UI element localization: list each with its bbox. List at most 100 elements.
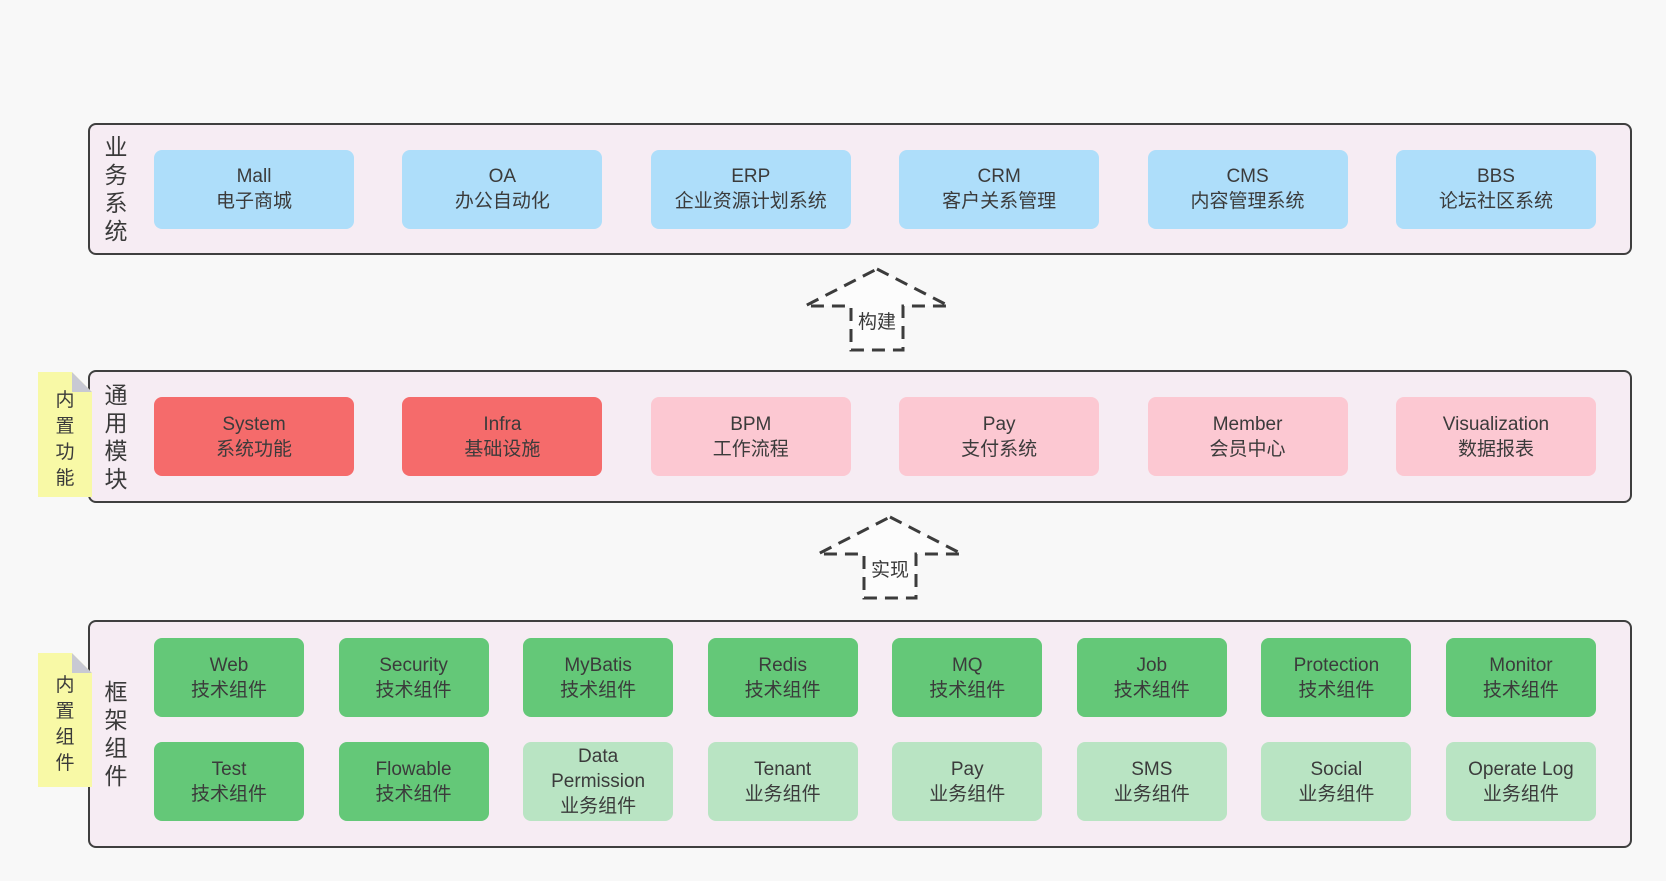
node-subtitle: 电子商城 <box>215 191 292 212</box>
node-infra: Infra 基础设施 <box>402 397 603 476</box>
node-subtitle: 支付系统 <box>961 438 1038 460</box>
node-title: BBS <box>1476 166 1515 187</box>
arrow-implement: 实现 <box>815 514 965 602</box>
node-member: Member 会员中心 <box>1147 397 1348 476</box>
node-subtitle: 技术组件 <box>1298 679 1375 701</box>
node-subtitle: 客户关系管理 <box>942 191 1057 212</box>
node-subtitle: 业务组件 <box>1482 783 1559 805</box>
node-title: MQ <box>951 654 983 676</box>
node-title: Redis <box>758 654 807 676</box>
node-subtitle: 工作流程 <box>712 438 789 460</box>
layer-business-label-wrap: 业务系统 <box>90 125 142 253</box>
node-title: Pay <box>950 758 984 780</box>
node-pay-system: Pay 支付系统 <box>899 397 1100 476</box>
node-subtitle: 技术组件 <box>1113 679 1190 701</box>
node-visualization: Visualization 数据报表 <box>1395 397 1596 476</box>
node-subtitle: 技术组件 <box>375 783 452 805</box>
node-title: MyBatis <box>564 654 632 676</box>
node-title: Security <box>379 654 448 676</box>
node-title: Protection <box>1293 654 1380 676</box>
sticky-note-text: 内置功能 <box>55 389 75 489</box>
node-title: BPM <box>730 413 772 435</box>
layer-common-modules: 通用模块 System 系统功能 Infra 基础设施 BPM 工作流程 Pay… <box>88 370 1632 503</box>
node-subtitle: 业务组件 <box>1298 783 1375 805</box>
node-title: Job <box>1136 654 1168 676</box>
arrow-build-label: 构建 <box>852 306 902 335</box>
node-web: Web 技术组件 <box>154 638 304 717</box>
node-system: System 系统功能 <box>154 397 354 476</box>
layer-modules-label: 通用模块 <box>104 381 128 492</box>
node-tenant: Tenant 业务组件 <box>707 742 858 821</box>
node-subtitle: 基础设施 <box>464 438 541 460</box>
layer-modules-label-wrap: 通用模块 <box>90 372 142 501</box>
layer-business-label: 业务系统 <box>104 134 128 244</box>
node-data-permission: Data Permission 业务组件 <box>523 742 674 821</box>
layer-framework-components: 框架组件 Web 技术组件 Security 技术组件 MyBatis 技术组件… <box>88 620 1632 848</box>
node-subtitle: 业务组件 <box>744 783 821 805</box>
node-subtitle: 论坛社区系统 <box>1438 191 1553 212</box>
node-title: OA <box>488 166 517 187</box>
node-job: Job 技术组件 <box>1076 638 1227 717</box>
node-bpm: BPM 工作流程 <box>650 397 851 476</box>
node-sms: SMS 业务组件 <box>1076 742 1227 821</box>
node-subtitle: 办公自动化 <box>454 191 550 212</box>
layer-modules-boxes: System 系统功能 Infra 基础设施 BPM 工作流程 Pay 支付系统… <box>142 372 1630 501</box>
node-title: Operate Log <box>1468 758 1574 780</box>
node-security: Security 技术组件 <box>338 638 489 717</box>
node-flowable: Flowable 技术组件 <box>338 742 489 821</box>
node-title: Flowable <box>375 758 452 780</box>
layer-business-systems: 业务系统 Mall 电子商城 OA 办公自动化 ERP 企业资源计划系统 CRM… <box>88 123 1632 255</box>
node-title: Test <box>211 758 247 780</box>
node-monitor: Monitor 技术组件 <box>1445 638 1596 717</box>
node-title: SMS <box>1131 758 1173 780</box>
arrow-implement-label: 实现 <box>865 554 915 583</box>
node-title: Tenant <box>754 758 812 780</box>
layer-components-label: 框架组件 <box>104 679 128 789</box>
node-subtitle: 企业资源计划系统 <box>674 191 827 212</box>
node-subtitle: 技术组件 <box>375 679 452 701</box>
node-social: Social 业务组件 <box>1261 742 1412 821</box>
node-title: Visualization <box>1442 413 1550 435</box>
node-cms: CMS 内容管理系统 <box>1147 149 1348 229</box>
node-pay-component: Pay 业务组件 <box>892 742 1043 821</box>
node-subtitle: 业务组件 <box>560 796 637 817</box>
node-title: Infra <box>483 413 522 435</box>
sticky-note-built-in-components: 内置组件 <box>38 653 92 787</box>
node-title: Social <box>1310 758 1363 780</box>
node-subtitle: 数据报表 <box>1457 438 1534 460</box>
node-title: Data Permission <box>551 746 646 792</box>
sticky-note-text: 内置组件 <box>55 675 75 774</box>
node-title: Pay <box>982 413 1016 435</box>
node-bbs: BBS 论坛社区系统 <box>1395 149 1596 229</box>
node-subtitle: 技术组件 <box>744 679 821 701</box>
node-test: Test 技术组件 <box>154 742 304 821</box>
node-title: Monitor <box>1489 654 1553 676</box>
node-erp: ERP 企业资源计划系统 <box>650 149 851 229</box>
node-title: System <box>222 413 286 435</box>
node-subtitle: 技术组件 <box>560 679 637 701</box>
node-subtitle: 技术组件 <box>1482 679 1559 701</box>
node-title: Mall <box>236 166 272 187</box>
node-subtitle: 会员中心 <box>1209 438 1286 460</box>
node-subtitle: 内容管理系统 <box>1190 191 1305 212</box>
arrow-build: 构建 <box>802 266 952 354</box>
node-subtitle: 技术组件 <box>190 679 267 701</box>
node-subtitle: 系统功能 <box>215 438 292 460</box>
node-mybatis: MyBatis 技术组件 <box>523 638 674 717</box>
components-row-1: Web 技术组件 Security 技术组件 MyBatis 技术组件 Redi… <box>154 638 1596 717</box>
node-title: CMS <box>1226 166 1269 187</box>
layer-business-boxes: Mall 电子商城 OA 办公自动化 ERP 企业资源计划系统 CRM 客户关系… <box>142 125 1630 253</box>
layer-components-boxes: Web 技术组件 Security 技术组件 MyBatis 技术组件 Redi… <box>142 622 1630 846</box>
sticky-note-built-in-features: 内置功能 <box>38 372 92 497</box>
node-redis: Redis 技术组件 <box>707 638 858 717</box>
node-title: ERP <box>731 166 771 187</box>
node-subtitle: 业务组件 <box>1113 783 1190 805</box>
node-oa: OA 办公自动化 <box>402 149 603 229</box>
node-title: CRM <box>977 166 1021 187</box>
node-subtitle: 技术组件 <box>190 783 267 805</box>
node-mall: Mall 电子商城 <box>154 149 354 229</box>
node-crm: CRM 客户关系管理 <box>899 149 1100 229</box>
node-subtitle: 技术组件 <box>929 679 1006 701</box>
node-title: Member <box>1212 413 1283 435</box>
components-row-2: Test 技术组件 Flowable 技术组件 Data Permission … <box>154 742 1596 821</box>
